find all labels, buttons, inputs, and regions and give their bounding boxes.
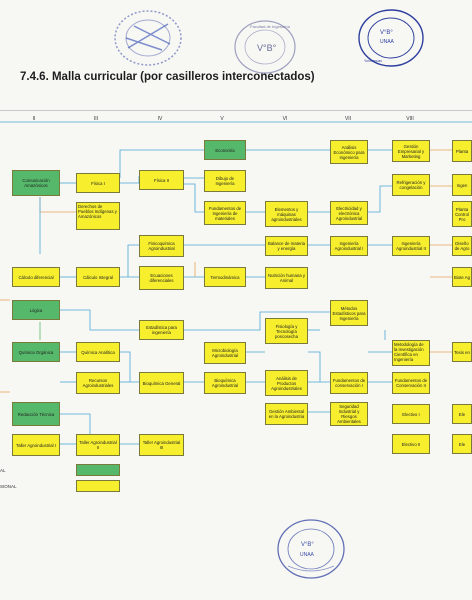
course-gestion-empresarial: Gestión Empresarial y Marketing [392,140,430,162]
svg-text:Yurimaguas: Yurimaguas [364,59,382,63]
course-fundamentos-conservacion-2: Fundamentos de Conservación II [392,372,430,394]
curriculum-diagram-frame [0,110,472,501]
column-label-vi: VI [282,116,288,122]
svg-text:V°B°: V°B° [301,542,314,548]
course-seguridad: Seguridad Industrial y Riesgos Ambiental… [330,402,368,426]
column-label-v: V [220,116,224,122]
course-calculo-diferencial: Cálculo diferencial [12,267,60,287]
course-bioquimica-general: Bioquímica General [139,372,184,394]
course-quimica-analitica: Química Analítica [76,342,120,362]
course-analisis-productos: Análisis de Productos Agroindustriales [265,370,308,396]
course-economia: Economía [204,140,246,160]
course-derechos-pueblos: Derechos de Pueblos Indígenas y Amazónic… [76,202,120,230]
svg-text:Facultad de Ingeniería: Facultad de Ingeniería [250,24,291,29]
course-right-1: Planta [452,140,472,162]
seal-stamp-left [114,10,182,66]
course-taller-3: Taller Agroindustrial III [139,434,184,456]
column-label-iii: III [93,116,99,122]
course-termodinamica: Termodinámica [204,267,246,287]
course-quimica-organica: Química Orgánica [12,342,60,362]
legend-label-2: SIONAL [0,484,17,489]
course-electricidad: Electricidad y electrónica Agroindustria… [330,201,368,225]
course-comunicacion: Comunicación Amazónicos [12,170,60,196]
course-ecuaciones: Ecuaciones diferenciales [139,266,184,290]
course-fisica-2: Física II [139,170,184,190]
course-electivo-1: Electivo I [392,404,430,424]
course-electivo-2: Electivo II [392,434,430,454]
course-estadistica: Estadística para ingeniería [139,320,184,340]
svg-text:UNAA: UNAA [380,39,395,45]
svg-text:V°B°: V°B° [380,30,393,36]
course-refrigeracion: Refrigeración y congelación [392,174,430,196]
column-label-ii: II [32,116,36,122]
course-right-5: Biote Ag [452,267,472,287]
university-seal-top: V°B° UNAA Yurimaguas [358,9,424,67]
course-taller-2: Taller Agroindustrial II [76,434,120,456]
legend-swatch-professional [76,480,120,492]
vb-mark-text: V°B° [257,43,277,53]
course-fisica-1: Física I [76,173,120,193]
course-metodos-estadisticos: Métodos Estadísticos para Ingeniería [330,300,368,326]
course-right-6: Tesis en [452,342,472,362]
course-redaccion: Redacción Técnica [12,402,60,426]
legend-swatch-general [76,464,120,476]
course-right-2: Ingen [452,174,472,196]
course-right-7: Ele [452,404,472,424]
course-fundamentos-materiales: Fundamentos de Ingeniería de materiales [204,201,246,225]
course-bioquimica-agro: Bioquímica Agroindustrial [204,372,246,394]
course-gestion-ambiental: Gestión Ambiental en la Agroindustria [265,403,308,425]
course-recursos: Recursos Agroindustriales [76,372,120,394]
column-label-iv: IV [157,116,163,122]
university-seal-bottom: V°B° UNAA [277,519,345,579]
course-dibujo: Dibujo de Ingeniería [204,170,246,192]
svg-text:UNAA: UNAA [300,552,315,558]
course-taller-1: Taller Agroindustrial I [12,434,60,456]
course-metodologia: Metodología de la Investigación Científi… [392,340,430,366]
course-balance: Balance de materia y energía [265,236,308,256]
legend-label-1: AL [0,468,6,473]
column-label-vii: VII [344,116,352,122]
course-microbiologia: Microbiología Agroindustrial [204,342,246,364]
course-right-8: Ele [452,434,472,454]
course-fisicoquimica: Fisicoquímica Agroindustrial [139,235,184,257]
course-ing-agro-1: Ingeniería Agroindustrial I [330,236,368,256]
section-title: 7.4.6. Malla curricular (por casilleros … [20,71,315,83]
course-fisiologia: Fisiología y Tecnología poscosecha [265,318,308,344]
course-nutricion: Nutrición humana y Animal [265,267,308,289]
column-label-viii: VIII [406,116,414,122]
course-right-3: Planta Control Pro [452,201,472,227]
course-logica: Lógica [12,300,60,320]
course-right-4: Diseño de Agro [452,236,472,256]
vb-stamp: V°B° Facultad de Ingeniería [234,20,296,74]
course-elementos-maquinas: Elementos y máquinas agroindustriales [265,201,308,227]
course-calculo-integral: Cálculo Integral [76,267,120,287]
course-ing-agro-2: Ingeniería Agroindustrial II [392,236,430,256]
course-analisis-economico: Análisis Económico para Ingeniería [330,140,368,164]
course-fundamentos-conservacion: Fundamentos de conservación I [330,372,368,394]
